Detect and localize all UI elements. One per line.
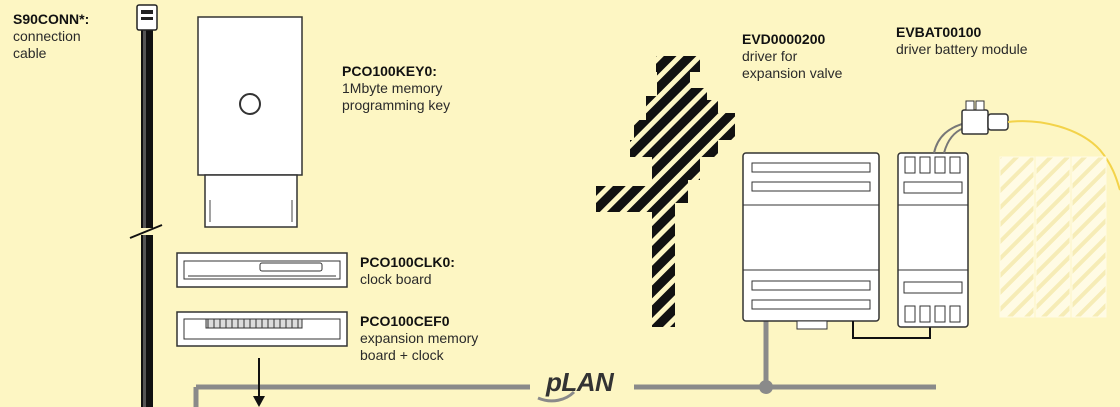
battery-connector — [933, 100, 1120, 191]
evbat-code: EVBAT00100 — [896, 24, 982, 40]
s90conn-desc-1: connection — [13, 28, 81, 44]
key-code: PCO100KEY0: — [342, 63, 437, 79]
expansion-memory-board — [176, 311, 348, 347]
clk-desc-1: clock board — [360, 271, 432, 287]
key-label: PCO100KEY0: 1Mbyte memory programming ke… — [342, 63, 522, 114]
cef-desc-2: board + clock — [360, 347, 444, 363]
clk-label: PCO100CLK0: clock board — [360, 254, 520, 288]
clock-board — [176, 252, 348, 288]
cef-desc-1: expansion memory — [360, 330, 479, 346]
clk-code: PCO100CLK0: — [360, 254, 455, 270]
evbat-label: EVBAT00100 driver battery module — [896, 24, 1096, 58]
down-arrow-icon — [253, 358, 265, 407]
s90conn-desc-2: cable — [13, 45, 47, 61]
cef-label: PCO100CEF0 expansion memory board + cloc… — [360, 313, 540, 364]
evd-desc-2: expansion valve — [742, 65, 843, 81]
programming-key — [197, 16, 303, 228]
battery-pack — [999, 156, 1107, 318]
battery-module — [897, 152, 969, 328]
plan-network-line — [193, 320, 936, 407]
cef-code: PCO100CEF0 — [360, 313, 450, 329]
s90conn-label: S90CONN*: connection cable — [13, 11, 123, 62]
s90conn-code: S90CONN*: — [13, 11, 90, 27]
driver-battery-link — [852, 321, 931, 339]
plan-label: pLAN — [546, 367, 614, 397]
connection-cable — [126, 4, 166, 407]
valve-driver-module — [742, 152, 880, 330]
evd-desc-1: driver for — [742, 48, 798, 64]
key-desc-2: programming key — [342, 97, 451, 113]
evd-code: EVD0000200 — [742, 31, 826, 47]
evd-label: EVD0000200 driver for expansion valve — [742, 31, 892, 82]
key-desc-1: 1Mbyte memory — [342, 80, 443, 96]
expansion-valve — [596, 56, 735, 327]
evbat-desc-1: driver battery module — [896, 41, 1028, 57]
